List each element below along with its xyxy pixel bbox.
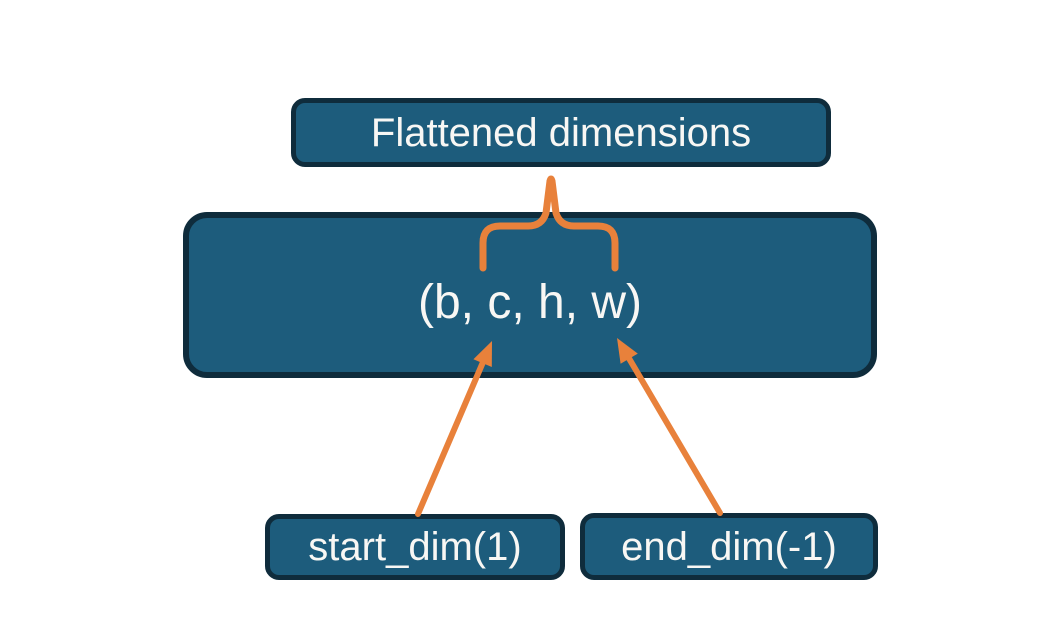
flattened-dimensions-label: Flattened dimensions — [370, 110, 752, 155]
flattened-dimensions-box: Flattened dimensions — [291, 98, 831, 167]
tensor-shape-label: (b, c, h, w) — [417, 276, 643, 329]
end-dim-label: end_dim(-1) — [621, 524, 837, 569]
start-dim-label: start_dim(1) — [308, 525, 522, 569]
tensor-shape-box: (b, c, h, w) — [183, 212, 877, 378]
start-dim-box: start_dim(1) — [265, 514, 565, 580]
end-dim-box: end_dim(-1) — [580, 513, 878, 580]
